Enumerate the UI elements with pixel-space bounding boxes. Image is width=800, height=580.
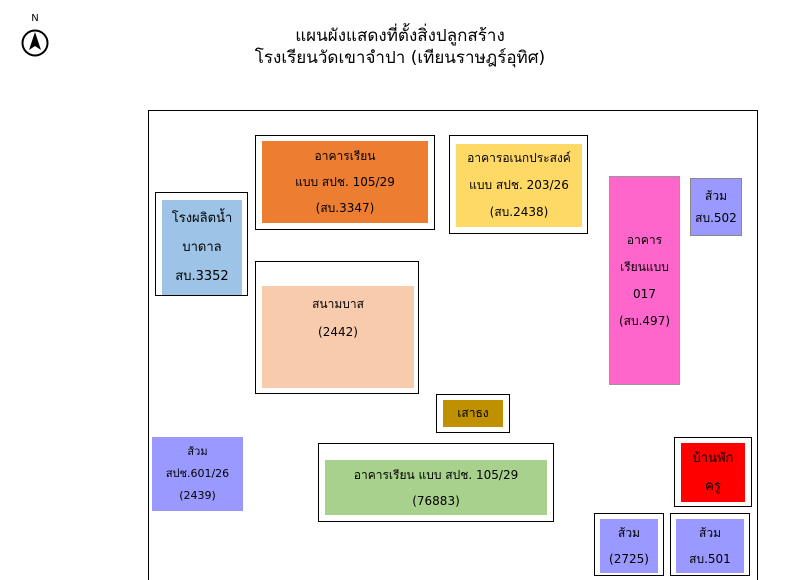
- flagpole-label-1: เสาธง: [457, 406, 489, 420]
- building-2-frame: อาคารเรียน แบบ สปช. 105/29 (76883): [318, 443, 554, 522]
- flagpole-frame: เสาธง: [436, 394, 510, 433]
- toilet-502: ส้วมสบ.502: [690, 178, 742, 236]
- building-1: อาคารเรียนแบบ สปช. 105/29 (สบ.3347): [262, 141, 428, 223]
- toilet-601: ส้วมสปช.601/26 (2439): [152, 437, 243, 511]
- toilet-501-label-1: ส้วม: [699, 526, 721, 540]
- court-label-1: สนามบาส: [312, 297, 364, 311]
- toilet-501-label-2: สบ.501: [689, 552, 731, 566]
- teacher-house-label-1: บ้านพัก: [692, 450, 734, 466]
- multipurpose-label-3: (สบ.2438): [489, 205, 549, 219]
- multipurpose-label-2: แบบ สปช. 203/26: [469, 178, 569, 192]
- multipurpose: อาคารอเนกประสงค์แบบ สปช. 203/26 (สบ.2438): [456, 144, 582, 227]
- building-2-label-1: อาคารเรียน แบบ สปช. 105/29: [353, 467, 519, 482]
- flagpole: เสาธง: [443, 400, 503, 427]
- court-label-2: (2442): [318, 325, 358, 339]
- multipurpose-frame: อาคารอเนกประสงค์แบบ สปช. 203/26 (สบ.2438): [449, 135, 588, 234]
- toilet-601-label-1: ส้วม: [187, 445, 208, 458]
- toilet-501-frame: ส้วมสบ.501: [670, 513, 750, 576]
- compass-circle-icon: [21, 29, 49, 57]
- building-1-frame: อาคารเรียนแบบ สปช. 105/29 (สบ.3347): [255, 135, 435, 230]
- water-plant: โรงผลิตน้ำบาดาลสบ.3352: [162, 200, 242, 295]
- teacher-house: บ้านพักครู: [681, 443, 745, 502]
- toilet-501: ส้วมสบ.501: [676, 519, 744, 573]
- multipurpose-label-1: อาคารอเนกประสงค์: [467, 151, 571, 165]
- court: สนามบาส (2442): [262, 286, 414, 388]
- building-2: อาคารเรียน แบบ สปช. 105/29 (76883): [325, 460, 547, 515]
- building-017-label-3: 017: [633, 286, 656, 301]
- building-1-label-3: (สบ.3347): [315, 201, 375, 215]
- toilet-502-label-1: ส้วม: [705, 189, 727, 203]
- north-label: N: [31, 13, 39, 24]
- water-plant-frame: โรงผลิตน้ำบาดาลสบ.3352: [155, 192, 248, 296]
- water-plant-label-3: สบ.3352: [175, 269, 229, 284]
- map-title-line-1: แผนผังแสดงที่ตั้งสิ่งปลูกสร้าง: [295, 26, 505, 46]
- court-frame: สนามบาส (2442): [255, 261, 419, 394]
- toilet-2725-label-2: (2725): [609, 552, 649, 566]
- building-1-label-2: แบบ สปช. 105/29: [295, 175, 395, 189]
- toilet-2725-label-1: ส้วม: [618, 526, 640, 540]
- map-title-line-2: โรงเรียนวัดเขาจำปา (เทียนราษฎร์อุทิศ): [254, 48, 546, 68]
- toilet-601-label-3: (2439): [179, 489, 216, 502]
- building-017-label-1: อาคาร: [626, 232, 663, 247]
- site-boundary: [148, 110, 758, 580]
- water-plant-label-1: โรงผลิตน้ำ: [171, 211, 233, 226]
- toilet-2725-frame: ส้วม (2725): [594, 513, 664, 576]
- toilet-601-label-2: สปช.601/26: [165, 467, 230, 480]
- toilet-2725: ส้วม (2725): [600, 519, 658, 573]
- building-017-label-2: เรียนแบบ: [620, 259, 669, 274]
- toilet-502-label-2: สบ.502: [695, 211, 737, 225]
- building-017-label-4: (สบ.497): [618, 313, 671, 328]
- building-1-label-1: อาคารเรียน: [314, 149, 376, 163]
- water-plant-label-2: บาดาล: [182, 240, 222, 255]
- north-arrow-icon: N: [20, 14, 50, 60]
- teacher-house-label-2: ครู: [705, 478, 721, 494]
- teacher-house-frame: บ้านพักครู: [674, 437, 752, 507]
- building-017: อาคารเรียนแบบ 017 (สบ.497): [609, 176, 680, 385]
- building-2-label-2: (76883): [412, 493, 460, 508]
